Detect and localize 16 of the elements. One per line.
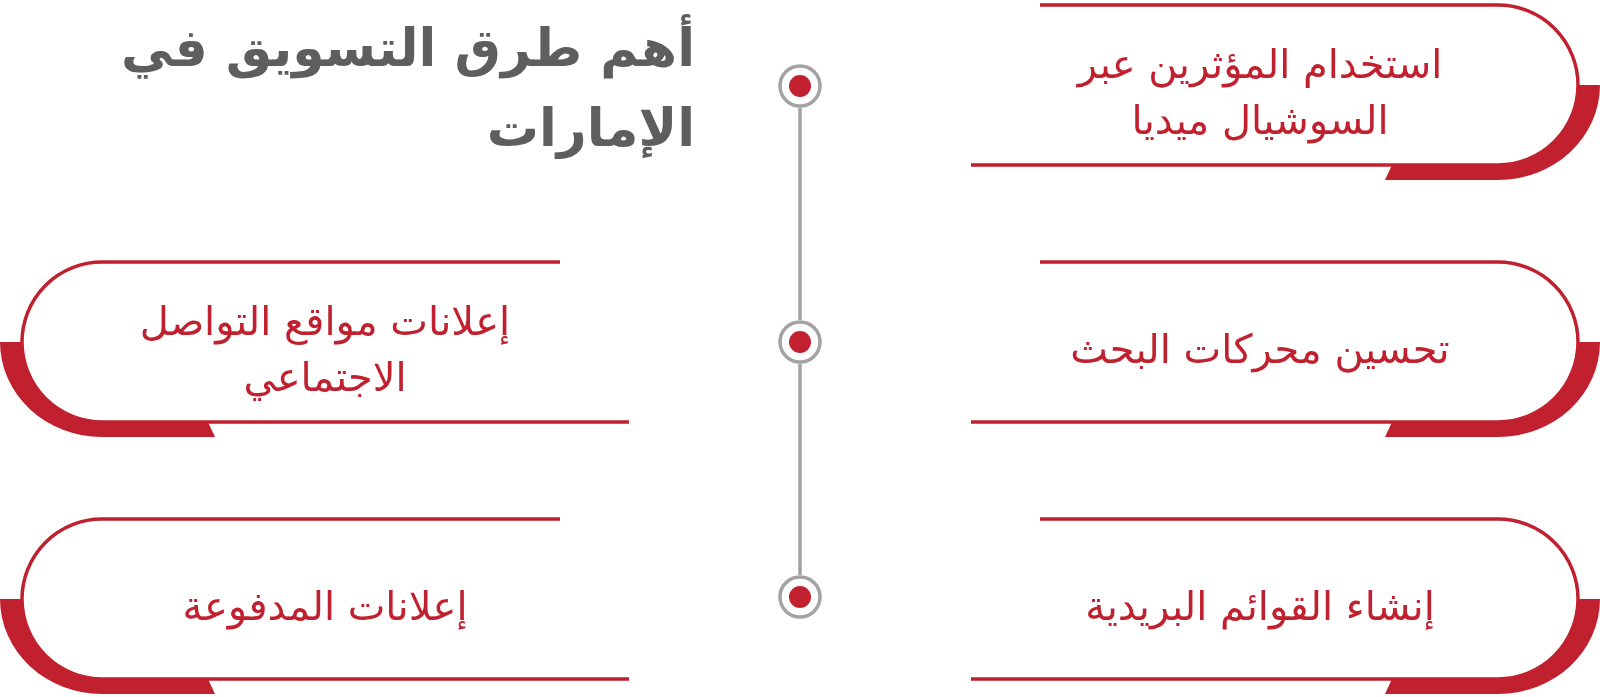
item-text: إعلانات مواقع التواصل الاجتماعي [138, 297, 512, 403]
connector-line [798, 364, 802, 575]
rounded-banner [0, 516, 630, 696]
connector-line [798, 108, 802, 320]
item-text: تحسين محركات البحث [1070, 325, 1450, 375]
item-text: استخدام المؤثرين عبر السوشيال ميديا [1075, 40, 1444, 146]
timeline-dot [778, 320, 822, 364]
rounded-banner [970, 2, 1600, 182]
rounded-banner [0, 259, 630, 439]
item-text: إعلانات المدفوعة [182, 582, 468, 632]
rounded-banner [970, 516, 1600, 696]
timeline-dot [778, 575, 822, 619]
rounded-banner [970, 259, 1600, 439]
item-text: إنشاء القوائم البريدية [1085, 582, 1435, 632]
title: أهم طرق التسويق في الإمارات [115, 8, 695, 168]
timeline-dot [778, 64, 822, 108]
